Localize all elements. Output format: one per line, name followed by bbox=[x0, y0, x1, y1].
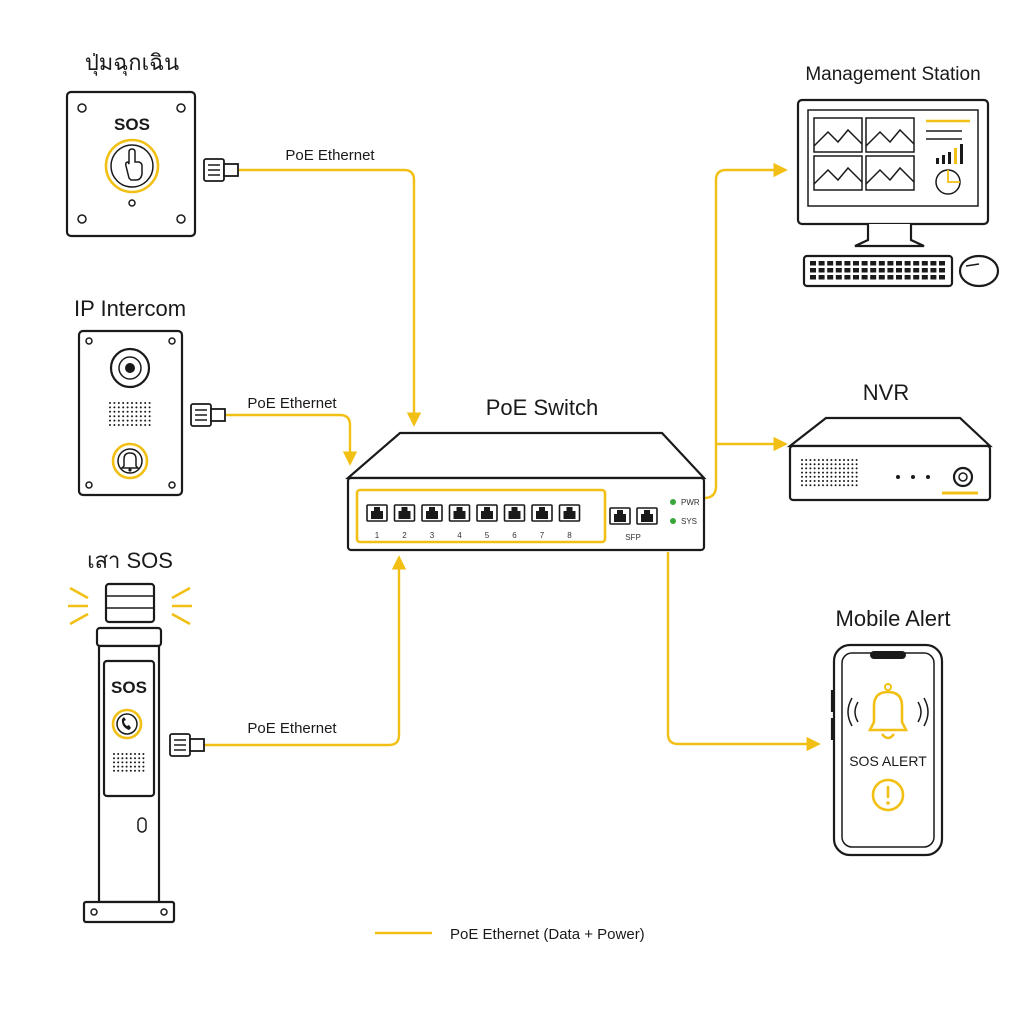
management-title: Management Station bbox=[805, 64, 980, 85]
mobile-title: Mobile Alert bbox=[836, 606, 951, 631]
switch-port-5[interactable] bbox=[476, 504, 498, 522]
panic-button-label: SOS bbox=[114, 115, 150, 134]
switch-port-2[interactable] bbox=[393, 504, 416, 522]
pwr-label: PWR bbox=[681, 498, 700, 507]
warning-icon bbox=[871, 778, 905, 812]
pole-speaker-grille bbox=[113, 753, 145, 772]
mobile-alert-device: Mobile Alert SOS ALERT bbox=[830, 606, 951, 857]
mouse bbox=[958, 254, 1000, 288]
switch-port-1[interactable] bbox=[366, 504, 388, 522]
switch-port-3[interactable] bbox=[421, 504, 443, 522]
intercom-device: IP Intercom PoE Ethernet bbox=[74, 296, 337, 497]
switch-port-8[interactable] bbox=[558, 504, 581, 522]
intercom-title: IP Intercom bbox=[74, 296, 186, 321]
sfp-port-2[interactable] bbox=[636, 507, 658, 525]
wire-pole-to-switch bbox=[204, 555, 407, 747]
dashboard-widgets bbox=[926, 119, 970, 195]
nvr-device: NVR bbox=[786, 380, 993, 502]
switch-port-number: 5 bbox=[485, 531, 490, 540]
wire-switch-to-mobile bbox=[666, 552, 821, 752]
panic-button-device: ปุ่มฉุกเฉิน SOS PoE Ethernet bbox=[65, 50, 375, 238]
sos-pole-label: SOS bbox=[111, 678, 147, 697]
panic-rj45-plug bbox=[203, 158, 239, 182]
sos-pole-device: เสา SOS SOS PoE Ethernet bbox=[68, 548, 337, 924]
switch-port-4[interactable] bbox=[448, 504, 471, 522]
poe-switch-device: PoE Switch 1 2 3 4 5 6 7 8 SFP PWR SYS bbox=[345, 395, 707, 552]
intercom-link-label: PoE Ethernet bbox=[247, 395, 337, 412]
camera-lens-icon bbox=[109, 347, 151, 389]
wire-intercom-to-switch bbox=[226, 413, 358, 466]
camera-view-tiles bbox=[813, 117, 915, 191]
sys-led bbox=[670, 518, 676, 524]
legend-label: PoE Ethernet (Data + Power) bbox=[450, 926, 645, 943]
sys-label: SYS bbox=[681, 517, 697, 526]
mobile-alert-text: SOS ALERT bbox=[849, 753, 927, 769]
sos-pole-title: เสา SOS bbox=[87, 548, 173, 573]
switch-port-number: 4 bbox=[457, 531, 462, 540]
switch-port-number: 8 bbox=[567, 531, 572, 540]
pwr-led bbox=[670, 499, 676, 505]
phone-icon bbox=[121, 717, 131, 730]
panic-link-label: PoE Ethernet bbox=[285, 147, 375, 164]
switch-port-number: 1 bbox=[375, 531, 380, 540]
switch-port-6[interactable] bbox=[503, 504, 526, 522]
panic-button-title: ปุ่มฉุกเฉิน bbox=[85, 50, 179, 76]
hand-pointer-icon bbox=[125, 148, 143, 181]
intercom-rj45-plug bbox=[190, 403, 226, 427]
nvr-title: NVR bbox=[863, 380, 909, 405]
sfp-label: SFP bbox=[625, 533, 641, 542]
switch-port-group: 1 2 3 4 5 6 7 8 bbox=[366, 504, 581, 540]
wire-panic-to-switch bbox=[238, 168, 422, 427]
legend: PoE Ethernet (Data + Power) bbox=[375, 926, 645, 943]
wire-switch-to-management bbox=[703, 162, 788, 500]
switch-port-number: 3 bbox=[430, 531, 435, 540]
sfp-port-1[interactable] bbox=[609, 507, 631, 525]
switch-title: PoE Switch bbox=[486, 395, 599, 420]
bell-icon bbox=[120, 452, 140, 472]
switch-port-number: 6 bbox=[512, 531, 517, 540]
beacon-light bbox=[68, 582, 192, 626]
pole-rj45-plug bbox=[169, 733, 205, 757]
bell-icon bbox=[847, 683, 929, 740]
pole-link-label: PoE Ethernet bbox=[247, 720, 337, 737]
switch-port-number: 2 bbox=[402, 531, 407, 540]
nvr-vent-grille bbox=[801, 459, 858, 487]
management-station-device: Management Station bbox=[796, 64, 1000, 288]
keyboard bbox=[802, 254, 954, 288]
speaker-grille bbox=[109, 402, 151, 426]
switch-port-7[interactable] bbox=[531, 504, 553, 522]
switch-port-number: 7 bbox=[540, 531, 545, 540]
